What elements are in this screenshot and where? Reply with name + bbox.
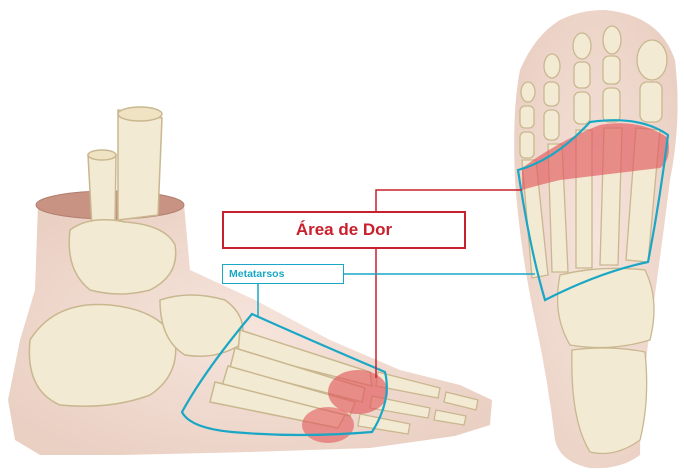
top-view-foot bbox=[514, 10, 677, 468]
calcaneus-bone bbox=[29, 304, 175, 406]
metatarsals-text: Metatarsos bbox=[229, 268, 284, 280]
talus-bone bbox=[69, 220, 176, 294]
pain-area-label: Área de Dor bbox=[222, 211, 466, 249]
tibia-bone bbox=[118, 107, 162, 220]
metatarsals-label: Metatarsos bbox=[222, 264, 344, 284]
top-heel bbox=[572, 348, 647, 454]
fibula-bone bbox=[88, 150, 116, 228]
pain-area-text: Área de Dor bbox=[296, 220, 392, 240]
top-tarsals bbox=[558, 268, 654, 347]
